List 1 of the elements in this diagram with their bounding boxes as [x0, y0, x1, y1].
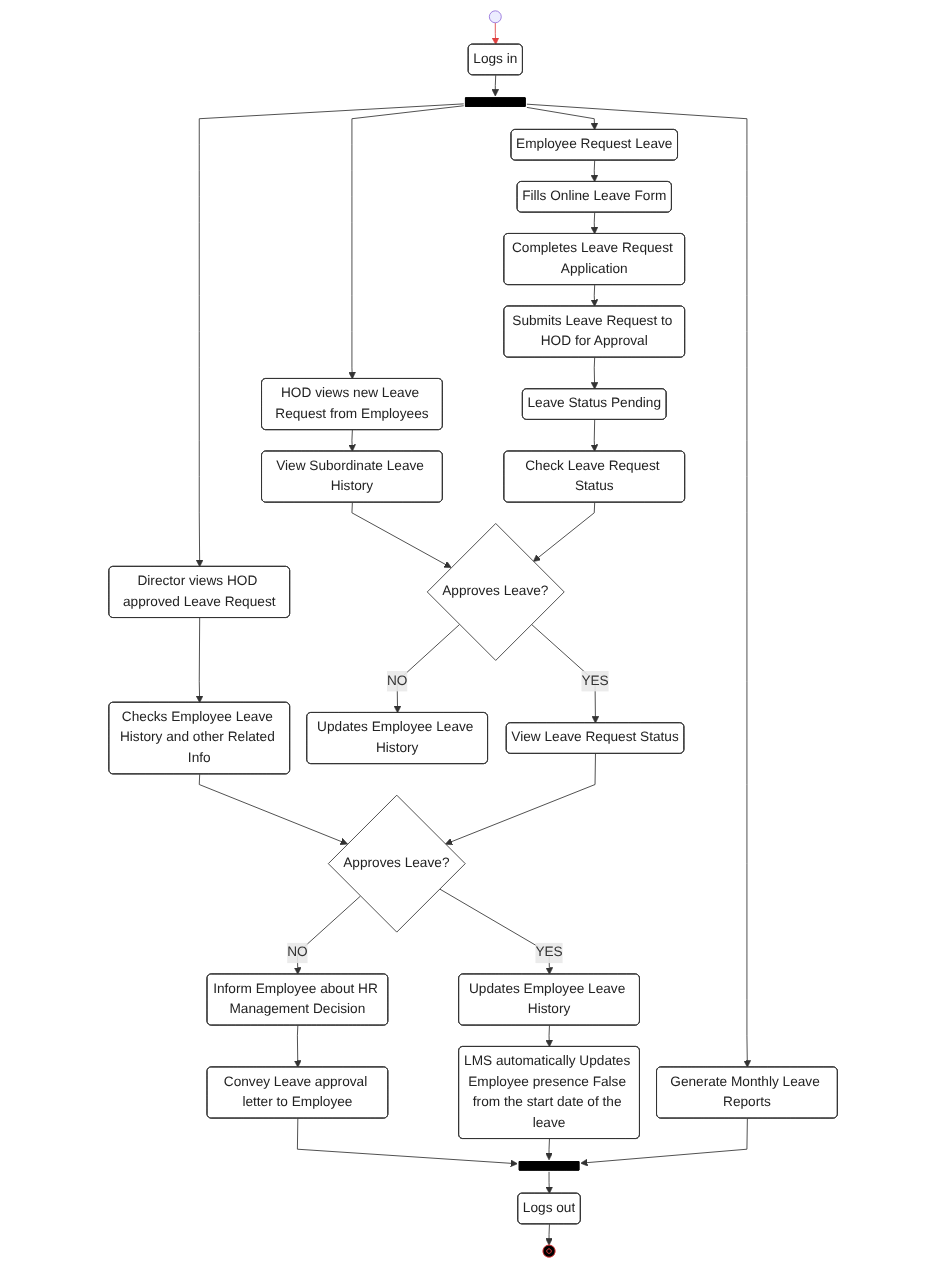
node-circle: [489, 10, 503, 24]
